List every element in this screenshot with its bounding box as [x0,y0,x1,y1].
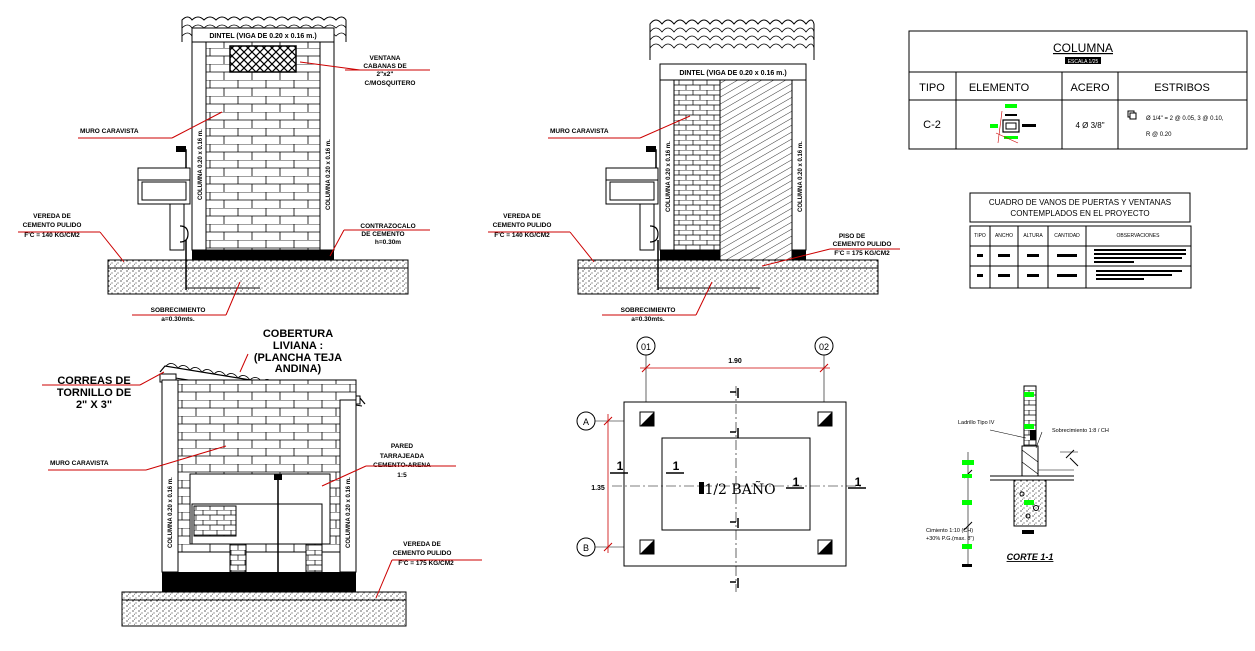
e2-muro-label: MURO CARAVISTA [550,128,609,135]
e2-piso-label-3: F'C = 175 KG/CM2 [834,250,890,257]
e1-dintel-label: DINTEL (VIGA DE 0.20 x 0.16 m.) [209,33,316,40]
e2-piso-label-1: PISO DE [839,233,866,240]
floor-plan: 01 02 1.90 A B 1.35 [576,336,866,592]
columna-title: COLUMNA [1053,41,1113,55]
elevation-2: DINTEL (VIGA DE 0.20 x 0.16 m.) COLUMNA … [488,19,900,323]
e2-sobrecimiento-label-1: SOBRECIMIENTO [621,307,676,314]
section-mark-2: 1 [673,459,680,473]
columna-estribos-line-2: R @ 0.20 [1146,132,1172,138]
e1-columna-left: COLUMNA 0.20 x 0.16 m. [198,129,204,200]
e3-vereda-label-3: F'C = 175 KG/CM2 [398,560,454,567]
e1-vereda-label-2: CEMENTO PULIDO [23,222,82,229]
section-mark-1: 1 [617,459,624,473]
e1-columna-right: COLUMNA 0.20 x 0.16 m. [326,139,332,210]
e1-contrazocalo-label-1: CONTRAZOCALO [360,223,415,230]
e2-sobrecimiento-label-2: a=0.30mts. [631,316,665,323]
elevation-3: COLUMNA 0.20 x 0.16 m. COLUMNA 0.20 x 0.… [42,328,482,627]
e1-vereda-label-3: F'C = 140 KG/CM2 [24,232,80,239]
e3-columna-right: COLUMNA 0.20 x 0.16 m. [346,477,352,548]
columna-tipo-value: C-2 [923,119,941,131]
e1-muro-label: MURO CARAVISTA [80,128,139,135]
e1-sobrecimiento-label-2: a=0.30mts. [161,316,195,323]
columna-header-estribos: ESTRIBOS [1154,82,1210,94]
room-label: 1/2 BAÑO [704,480,775,498]
axis-02-label: 02 [819,342,829,352]
e3-vereda-label-2: CEMENTO PULIDO [393,550,452,557]
axis-b-label: B [583,543,589,553]
columna-acero-value: 4 Ø 3/8" [1075,121,1104,130]
e3-vereda-label-1: VEREDA DE [403,541,441,548]
e3-muro-label: MURO CARAVISTA [50,460,109,467]
e3-pared-label-4: 1:5 [397,472,407,479]
elevation-1: DINTEL (VIGA DE 0.20 x 0.16 m.) COLUMNA … [18,16,430,323]
e2-columna-right: COLUMNA 0.20 x 0.16 m. [798,141,804,212]
e2-columna-left: COLUMNA 0.20 x 0.16 m. [666,141,672,212]
e1-contrazocalo-label-3: h=0.30m [375,239,401,246]
columna-estribos-line-1: Ø 1/4" = 2 @ 0.05, 3 @ 0.10, [1146,116,1224,122]
columna-table: COLUMNA ESCALA 1/25 TIPO ELEMENTO ACERO … [908,30,1248,150]
vanos-title-line-1: CUADRO DE VANOS DE PUERTAS Y VENTANAS [989,198,1171,207]
e3-pared-label-2: TARRAJEADA [380,453,425,460]
vanos-header-cantidad: CANTIDAD [1054,233,1080,239]
e1-ventana-label-2: CABANAS DE [363,63,407,70]
vanos-header-altura: ALTURA [1023,233,1043,239]
vanos-header-ancho: ANCHO [995,233,1013,239]
columna-header-tipo: TIPO [919,82,945,94]
e1-contrazocalo-label-2: DE CEMENTO [361,231,404,238]
corte-cimiento-line-1: Cimiento 1:10 (CH) [926,528,973,534]
corte-title: CORTE 1-1 [1007,552,1054,562]
vanos-header-observaciones: OBSERVACIONES [1117,233,1161,239]
section-mark-4: 1 [855,475,862,489]
axis-a-label: A [583,417,589,427]
e1-vereda-label-1: VEREDA DE [33,213,71,220]
vanos-table: CUADRO DE VANOS DE PUERTAS Y VENTANAS CO… [969,192,1192,289]
e2-vereda-label-1: VEREDA DE [503,213,541,220]
e2-vereda-label-3: F'C = 140 KG/CM2 [494,232,550,239]
e3-columna-left: COLUMNA 0.20 x 0.16 m. [168,477,174,548]
e1-ventana-label-3: 2"x2" [376,71,393,78]
columna-header-elemento: ELEMENTO [969,82,1030,94]
corte-sobrecimiento-label: Sobrecimiento 1:8 / CH [1052,428,1109,434]
e1-sobrecimiento-label-1: SOBRECIMIENTO [151,307,206,314]
e2-piso-label-2: CEMENTO PULIDO [833,241,892,248]
e3-pared-label-1: PARED [391,443,414,450]
vanos-header-tipo: TIPO [974,233,986,239]
columna-header-acero: ACERO [1070,82,1110,94]
section-mark-3: 1 [793,475,800,489]
e3-cobertura-label-1: COBERTURA [263,328,333,340]
vanos-title-line-2: CONTEMPLADOS EN EL PROYECTO [1010,209,1149,218]
e1-ventana-label-1: VENTANA [370,55,401,62]
dim-vertical: 1.35 [591,485,605,492]
e3-cobertura-label-2: LIVIANA : [273,340,323,352]
axis-01-label: 01 [641,342,651,352]
corte-ladrillo-label: Ladrillo Tipo IV [958,420,995,426]
e3-correas-label-1: CORREAS DE [57,375,130,387]
e2-vereda-label-2: CEMENTO PULIDO [493,222,552,229]
e3-correas-label-3: 2" X 3" [76,399,112,411]
e2-dintel-label: DINTEL (VIGA DE 0.20 x 0.16 m.) [679,70,786,77]
dim-horizontal: 1.90 [728,358,742,365]
e3-cobertura-label-4: ANDINA) [275,363,322,375]
corte-1-1: Ladrillo Tipo IV Sobrecimiento 1:8 / CH … [926,385,1109,567]
e3-cobertura-label-3: (PLANCHA TEJA [254,352,342,364]
columna-subtitle: ESCALA 1/25 [1068,59,1099,65]
corte-cimiento-line-2: +30% P.G.(max. 8") [926,536,974,542]
e1-ventana-label-4: C/MOSQUITERO [365,80,416,87]
e3-correas-label-2: TORNILLO DE [57,387,131,399]
